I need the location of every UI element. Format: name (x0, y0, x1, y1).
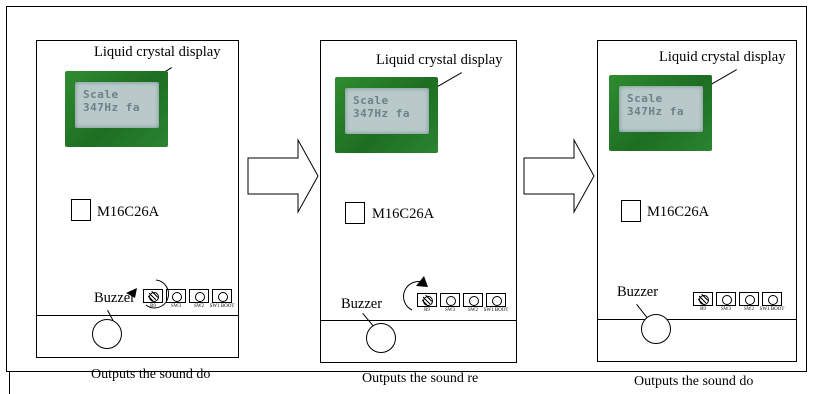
switch-label-r9: R9 (424, 308, 430, 313)
lcd-screen: Scale 347Hz fa (75, 82, 159, 128)
rotation-arrowhead-panel-2 (416, 276, 428, 287)
switch-label-r9: R9 (150, 304, 156, 309)
switch-label-sw1-boot: SW1 BOOT (209, 304, 235, 309)
lcd-label: Liquid crystal display (94, 44, 221, 60)
rotation-arrow-panel-1 (145, 279, 170, 309)
lcd-text-line-1: Scale (627, 92, 663, 105)
chip-label: M16C26A (647, 204, 710, 220)
switch-label-sw2: SW2 (744, 307, 754, 312)
buzzer-label: Buzzer (94, 290, 136, 306)
caption-panel-2: Outputs the sound re (362, 371, 479, 386)
switch-sw3 (440, 293, 460, 307)
switch-label-sw3: SW3 (171, 304, 181, 309)
lcd-label: Liquid crystal display (376, 52, 503, 68)
switch-r9 (143, 289, 163, 303)
chip-label: M16C26A (372, 206, 435, 222)
caption-panel-3: Outputs the sound do (634, 374, 754, 389)
lcd-module: Scale 347Hz fa (609, 75, 712, 151)
lcd-module: Scale 347Hz fa (65, 71, 168, 147)
rotation-arrowhead-panel-1 (126, 288, 137, 298)
buzzer-circle (92, 319, 122, 349)
buzzer-label: Buzzer (617, 284, 659, 300)
chip-square (71, 199, 91, 221)
buzzer-circle (641, 314, 671, 344)
switch-r9 (693, 292, 713, 306)
switch-sw3 (716, 292, 736, 306)
rotation-arrow-panel-2 (403, 281, 426, 311)
board-divider (321, 320, 516, 321)
chip-square (345, 202, 365, 224)
transition-arrow-2 (523, 138, 595, 214)
board-divider (598, 319, 796, 320)
lcd-text-line-2: 347Hz fa (83, 101, 140, 114)
switch-r9 (417, 293, 437, 307)
switch-sw3 (166, 289, 186, 303)
lcd-module: Scale 347Hz fa (335, 77, 438, 153)
switch-sw2 (189, 289, 209, 303)
lcd-text-line-1: Scale (83, 88, 119, 101)
switch-label-sw2: SW2 (468, 308, 478, 313)
switch-label-sw3: SW3 (721, 307, 731, 312)
lcd-text-line-1: Scale (353, 94, 389, 107)
buzzer-circle (366, 323, 396, 353)
lcd-text-line-2: 347Hz fa (353, 107, 410, 120)
board-divider (37, 315, 238, 316)
switch-label-sw3: SW3 (445, 308, 455, 313)
buzzer-label: Buzzer (341, 296, 383, 312)
lcd-label: Liquid crystal display (659, 49, 786, 65)
switch-label-sw1-boot: SW1 BOOT (483, 308, 509, 313)
lcd-text-line-2: 347Hz fa (627, 105, 684, 118)
chip-label: M16C26A (97, 204, 160, 220)
transition-arrow-1 (247, 138, 319, 214)
frame-tick (9, 372, 10, 394)
switch-label-sw2: SW2 (194, 304, 204, 309)
switch-sw1 (762, 292, 782, 306)
switch-sw1 (486, 293, 506, 307)
switch-label-r9: R9 (700, 307, 706, 312)
figure-frame (6, 6, 807, 372)
caption-panel-1: Outputs the sound do (91, 367, 211, 382)
switch-sw1 (212, 289, 232, 303)
switch-sw2 (463, 293, 483, 307)
lcd-screen: Scale 347Hz fa (345, 88, 429, 134)
switch-sw2 (739, 292, 759, 306)
chip-square (621, 200, 641, 222)
lcd-screen: Scale 347Hz fa (619, 86, 703, 132)
switch-label-sw1-boot: SW1 BOOT (759, 307, 785, 312)
